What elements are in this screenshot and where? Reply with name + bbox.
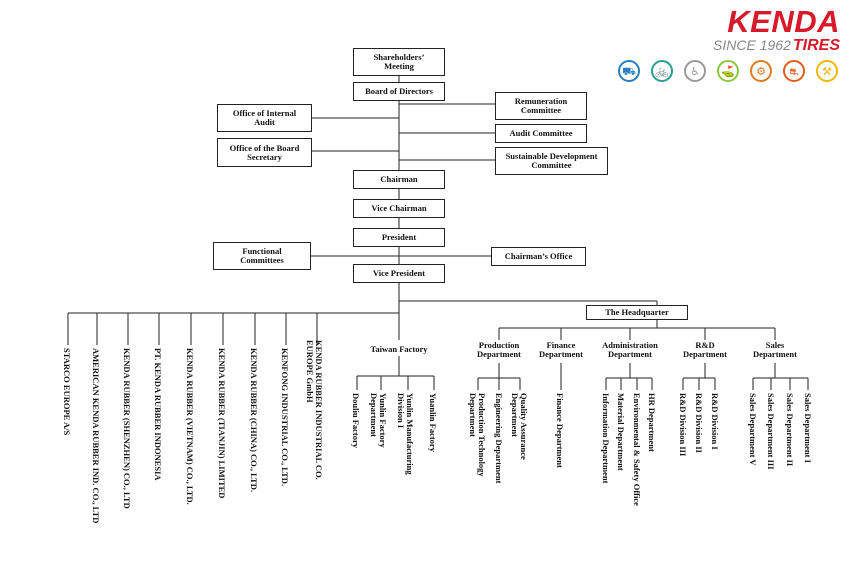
subsidiary-label: PT. KENDA RUBBER INDONESIA — [152, 348, 163, 481]
subsidiary-label: KENFONG INDUSTRIAL CO., LTD. — [279, 348, 290, 487]
factory-label: Yunlin Manufacturing Division I — [395, 393, 415, 475]
subsidiary-label: KENDA RUBBER (VIETNAM) CO., LTD. — [184, 348, 195, 505]
headquarter-box: The Headquarter — [586, 305, 688, 320]
vice-chairman-box: Vice Chairman — [353, 199, 445, 218]
atv-icon: ⚙ — [750, 60, 772, 82]
rd-department-label: R&D Department — [683, 340, 727, 359]
unit-label: Material Department — [615, 393, 626, 471]
logo-tires: TIRES — [792, 37, 840, 54]
production-department-label: Production Department — [477, 340, 521, 359]
unit-label: R&D Division III — [677, 393, 688, 457]
unit-label: Information Department — [600, 393, 611, 484]
car-icon: ⛟ — [618, 60, 640, 82]
finance-department-label: Finance Department — [539, 340, 583, 359]
chairmans-office-box: Chairman’s Office — [491, 247, 586, 266]
subsidiary-label: KENDA RUBBER (SHENZHEN) CO., LTD — [121, 348, 132, 509]
board-of-directors-box: Board of Directors — [353, 82, 445, 101]
unit-label: R&D Division II — [693, 393, 704, 453]
bicycle-icon: 🚲 — [651, 60, 673, 82]
unit-label: Sales Department II — [784, 393, 795, 467]
president-box: President — [353, 228, 445, 247]
forklift-icon: ⚒ — [816, 60, 838, 82]
unit-label: Production Technology Department — [467, 393, 487, 477]
unit-label: Finance Department — [554, 393, 565, 468]
chairman-box: Chairman — [353, 170, 445, 189]
wheelchair-icon: ♿ — [684, 60, 706, 82]
sustainable-development-committee-box: Sustainable Development Committee — [495, 147, 608, 175]
subsidiary-label: AMERICAN KENDA RUBBER IND. CO., LTD — [90, 348, 101, 524]
logo-wordmark: KENDA — [727, 4, 840, 39]
vice-president-box: Vice President — [353, 264, 445, 283]
factory-label: Yuanlin Factory — [427, 393, 438, 452]
unit-label: HR Department — [646, 393, 657, 452]
unit-label: Sales Department III — [765, 393, 776, 470]
internal-audit-box: Office of Internal Audit — [217, 104, 312, 132]
subsidiary-label: KENDA RUBBER (TIANJIN) LIMITED — [216, 348, 227, 499]
unit-label: Sales Department V — [747, 393, 758, 466]
unit-label: Quality Assurance Department — [509, 393, 529, 460]
audit-committee-box: Audit Committee — [495, 124, 587, 143]
sales-department-label: Sales Department — [753, 340, 797, 359]
subsidiary-label: STARCO EUROPE A/S — [61, 348, 72, 436]
factory-label: Yunlin Factory Department — [368, 393, 388, 448]
taiwan-factory-label: Taiwan Factory — [370, 344, 428, 354]
unit-label: Sales Department I — [802, 393, 813, 463]
subsidiary-label: KENDA RUBBER (CHINA) CO., LTD. — [248, 348, 259, 492]
factory-label: Douliu Factory — [350, 393, 361, 449]
unit-label: Engineering Department — [493, 393, 504, 484]
board-secretary-box: Office of the Board Secretary — [217, 138, 312, 167]
functional-committees-box: Functional Committees — [213, 242, 311, 270]
unit-label: R&D Division I — [709, 393, 720, 450]
shareholders-meeting-box: Shareholders’ Meeting — [353, 48, 445, 76]
unit-label: Environmental & Safety Office — [631, 393, 642, 506]
motorcycle-icon: ⛐ — [783, 60, 805, 82]
administration-department-label: Administration Department — [602, 340, 658, 359]
remuneration-committee-box: Remuneration Committee — [495, 92, 587, 120]
logo-since: SINCE 1962 — [713, 37, 791, 53]
golf-cart-icon: ⛳ — [717, 60, 739, 82]
subsidiary-label: KENDA RUBBER INDUSTRIAL CO. EUROPE GmbH — [304, 340, 324, 480]
